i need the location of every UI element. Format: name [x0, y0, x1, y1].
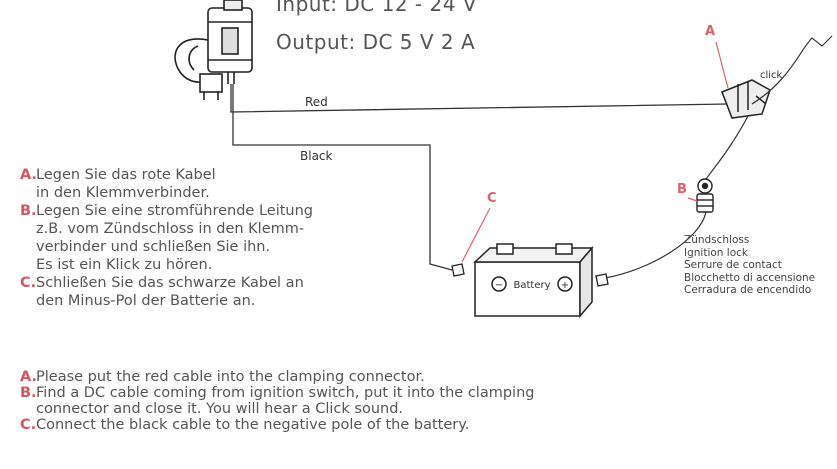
lock-to-battery-wire	[604, 211, 707, 279]
callout-c-leader	[461, 207, 491, 263]
lock-label-es: Cerradura de encendido	[684, 284, 812, 296]
step-text: Legen Sie eine stromführende Leitung z.B…	[36, 203, 313, 273]
english-step-b: B. Find a DC cable coming from ignition …	[20, 385, 800, 417]
german-instructions: A. Legen Sie das rote Kabel in den Klemm…	[20, 166, 420, 310]
callout-b-leader	[687, 197, 698, 202]
lock-label-de: Zündschloss	[684, 234, 750, 246]
input-spec: Input: DC 12 - 24 V	[276, 0, 477, 16]
step-text: Legen Sie das rote Kabel in den Klemmver…	[36, 167, 216, 201]
step-letter: B.	[20, 385, 37, 401]
step-letter: B.	[20, 203, 37, 219]
step-letter: A.	[20, 369, 37, 385]
battery-minus-symbol: −	[495, 280, 503, 291]
english-step-a: A. Please put the red cable into the cla…	[20, 369, 800, 385]
battery-label: Battery	[513, 280, 550, 291]
ignition-wire	[703, 35, 833, 183]
english-step-c: C. Connect the black cable to the negati…	[20, 417, 800, 433]
black-wire-label: Black	[300, 149, 333, 163]
output-spec: Output: DC 5 V 2 A	[276, 30, 476, 54]
callout-a: A	[705, 24, 716, 39]
red-wire-label: Red	[305, 95, 328, 109]
battery-plus-symbol: +	[561, 280, 569, 291]
step-text: Connect the black cable to the negative …	[36, 417, 470, 433]
red-wire	[230, 84, 729, 113]
callout-c: C	[487, 191, 497, 206]
ignition-lock-labels: Zündschloss Ignition lock Serrure de con…	[684, 234, 815, 297]
ignition-lock-icon	[696, 178, 714, 213]
step-letter: C.	[20, 417, 37, 433]
english-instructions: A. Please put the red cable into the cla…	[20, 369, 800, 433]
battery-icon	[473, 243, 594, 319]
click-label: click	[760, 70, 783, 81]
lock-label-fr: Serrure de contact	[684, 259, 782, 271]
step-text: Please put the red cable into the clampi…	[36, 369, 425, 385]
callout-a-leader	[715, 41, 729, 89]
callout-b: B	[677, 182, 687, 197]
black-wire	[232, 84, 453, 271]
step-letter: C.	[20, 275, 37, 291]
charger-socket-icon	[174, 0, 253, 100]
battery-plug-icon	[451, 263, 609, 287]
clamping-connector-icon	[721, 79, 771, 119]
lock-label-en: Ignition lock	[684, 246, 748, 259]
step-text: Schließen Sie das schwarze Kabel an den …	[36, 275, 304, 309]
german-step-c: C. Schließen Sie das schwarze Kabel an d…	[20, 274, 420, 310]
step-letter: A.	[20, 167, 37, 183]
german-step-b: B. Legen Sie eine stromführende Leitung …	[20, 202, 420, 274]
lock-label-it: Blocchetto di accensione	[684, 271, 816, 284]
german-step-a: A. Legen Sie das rote Kabel in den Klemm…	[20, 166, 420, 202]
step-text: Find a DC cable coming from ignition swi…	[36, 385, 535, 417]
